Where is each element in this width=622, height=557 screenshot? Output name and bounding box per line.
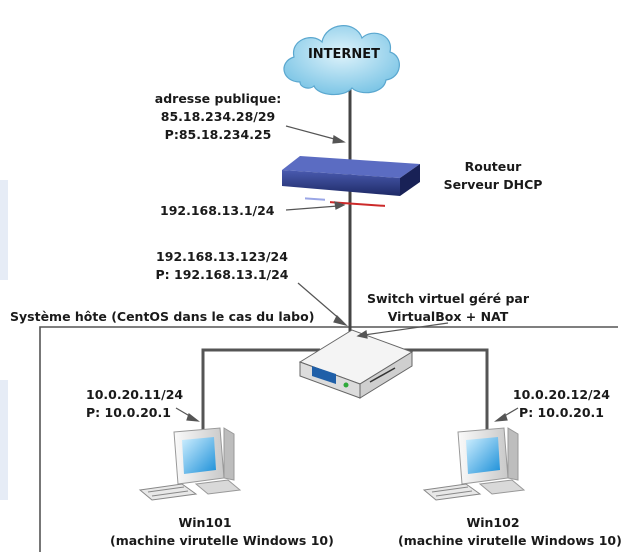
vm2-gateway: P: 10.0.20.1 bbox=[519, 405, 604, 420]
wan-gateway: P:85.18.234.25 bbox=[164, 127, 272, 142]
vm1-ip: 10.0.20.11/24 bbox=[86, 387, 184, 402]
vm1-cable bbox=[201, 348, 320, 432]
host-gateway: P: 192.168.13.1/24 bbox=[155, 267, 289, 282]
vm1-description: (machine virutelle Windows 10) bbox=[110, 533, 334, 548]
vm2-ip: 10.0.20.12/24 bbox=[512, 387, 610, 402]
wan-title: adresse publique: bbox=[154, 91, 282, 106]
vm1-gateway: P: 10.0.20.1 bbox=[86, 405, 171, 420]
vswitch-nat-label: VirtualBox + NAT bbox=[387, 309, 509, 324]
vm1-name: Win101 bbox=[178, 515, 232, 530]
router-label: Routeur bbox=[464, 159, 522, 174]
vm2-cable bbox=[380, 348, 489, 432]
vm2-computer-icon bbox=[422, 427, 526, 501]
host-system-label: Système hôte (CentOS dans le cas du labo… bbox=[10, 309, 315, 324]
host-system-frame bbox=[39, 326, 618, 552]
edge-decoration bbox=[0, 380, 8, 500]
wan-address: 85.18.234.28/29 bbox=[160, 109, 276, 124]
router-icon bbox=[282, 156, 420, 207]
vm1-computer-icon bbox=[138, 427, 242, 501]
annotation-arrows bbox=[175, 125, 519, 422]
vm2-description: (machine virutelle Windows 10) bbox=[398, 533, 622, 548]
edge-decoration bbox=[0, 180, 8, 280]
vswitch-label: Switch virtuel géré par bbox=[366, 291, 530, 306]
virtual-switch-icon bbox=[298, 329, 414, 399]
internet-cloud-icon bbox=[283, 25, 400, 96]
dhcp-label: Serveur DHCP bbox=[443, 177, 543, 192]
router-lan-ip: 192.168.13.1/24 bbox=[160, 203, 275, 218]
vm2-name: Win102 bbox=[466, 515, 520, 530]
host-ip: 192.168.13.123/24 bbox=[156, 249, 288, 264]
internet-label: INTERNET bbox=[308, 47, 380, 62]
